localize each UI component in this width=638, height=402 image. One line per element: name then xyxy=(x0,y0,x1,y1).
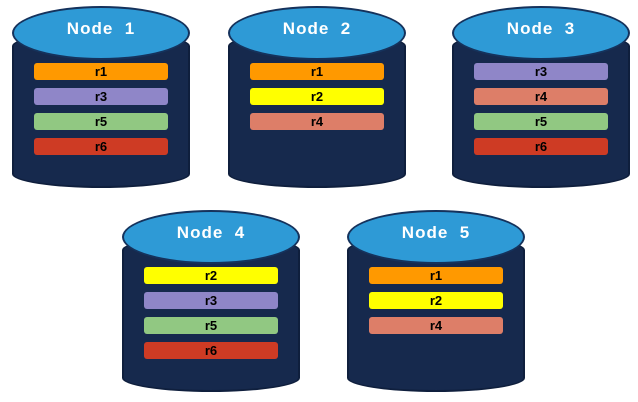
node-4-cylinder-top xyxy=(122,210,300,264)
node-1[interactable]: Node 1 r1 r3 r5 r6 xyxy=(12,6,190,188)
node-2-replica-r2[interactable]: r2 xyxy=(250,88,384,105)
node-3-replica-r5[interactable]: r5 xyxy=(474,113,608,130)
node-1-cylinder-top xyxy=(12,6,190,60)
node-2[interactable]: Node 2 r1 r2 r4 xyxy=(228,6,406,188)
node-2-label: Node 2 xyxy=(282,19,352,38)
node-4-replica-r3[interactable]: r3 xyxy=(144,292,278,309)
node-4-label: Node 4 xyxy=(176,223,246,242)
node-1-replica-r6[interactable]: r6 xyxy=(34,138,168,155)
node-4-replica-list: r2 r3 r5 r6 xyxy=(122,267,300,359)
node-3-replica-list: r3 r4 r5 r6 xyxy=(452,63,630,155)
node-3[interactable]: Node 3 r3 r4 r5 r6 xyxy=(452,6,630,188)
node-2-replica-r4[interactable]: r4 xyxy=(250,113,384,130)
node-3-cylinder-body xyxy=(452,32,630,188)
node-2-cylinder-top xyxy=(228,6,406,60)
node-4-replica-r2[interactable]: r2 xyxy=(144,267,278,284)
node-4[interactable]: Node 4 r2 r3 r5 r6 xyxy=(122,210,300,392)
node-5-replica-r4[interactable]: r4 xyxy=(369,317,503,334)
node-4-replica-r6[interactable]: r6 xyxy=(144,342,278,359)
node-5-cylinder-top xyxy=(347,210,525,264)
node-5[interactable]: Node 5 r1 r2 r4 xyxy=(347,210,525,392)
node-1-replica-list: r1 r3 r5 r6 xyxy=(12,63,190,155)
node-3-replica-r3[interactable]: r3 xyxy=(474,63,608,80)
node-1-replica-r3[interactable]: r3 xyxy=(34,88,168,105)
node-1-label: Node 1 xyxy=(66,19,136,38)
node-2-replica-r1[interactable]: r1 xyxy=(250,63,384,80)
node-3-replica-r6[interactable]: r6 xyxy=(474,138,608,155)
node-3-label: Node 3 xyxy=(506,19,576,38)
node-3-cylinder-top xyxy=(452,6,630,60)
node-3-replica-r4[interactable]: r4 xyxy=(474,88,608,105)
node-2-replica-list: r1 r2 r4 xyxy=(228,63,406,130)
node-4-replica-r5[interactable]: r5 xyxy=(144,317,278,334)
node-1-replica-r5[interactable]: r5 xyxy=(34,113,168,130)
node-5-replica-r2[interactable]: r2 xyxy=(369,292,503,309)
node-1-replica-r1[interactable]: r1 xyxy=(34,63,168,80)
node-5-replica-list: r1 r2 r4 xyxy=(347,267,525,334)
node-5-label: Node 5 xyxy=(401,223,471,242)
node-5-replica-r1[interactable]: r1 xyxy=(369,267,503,284)
